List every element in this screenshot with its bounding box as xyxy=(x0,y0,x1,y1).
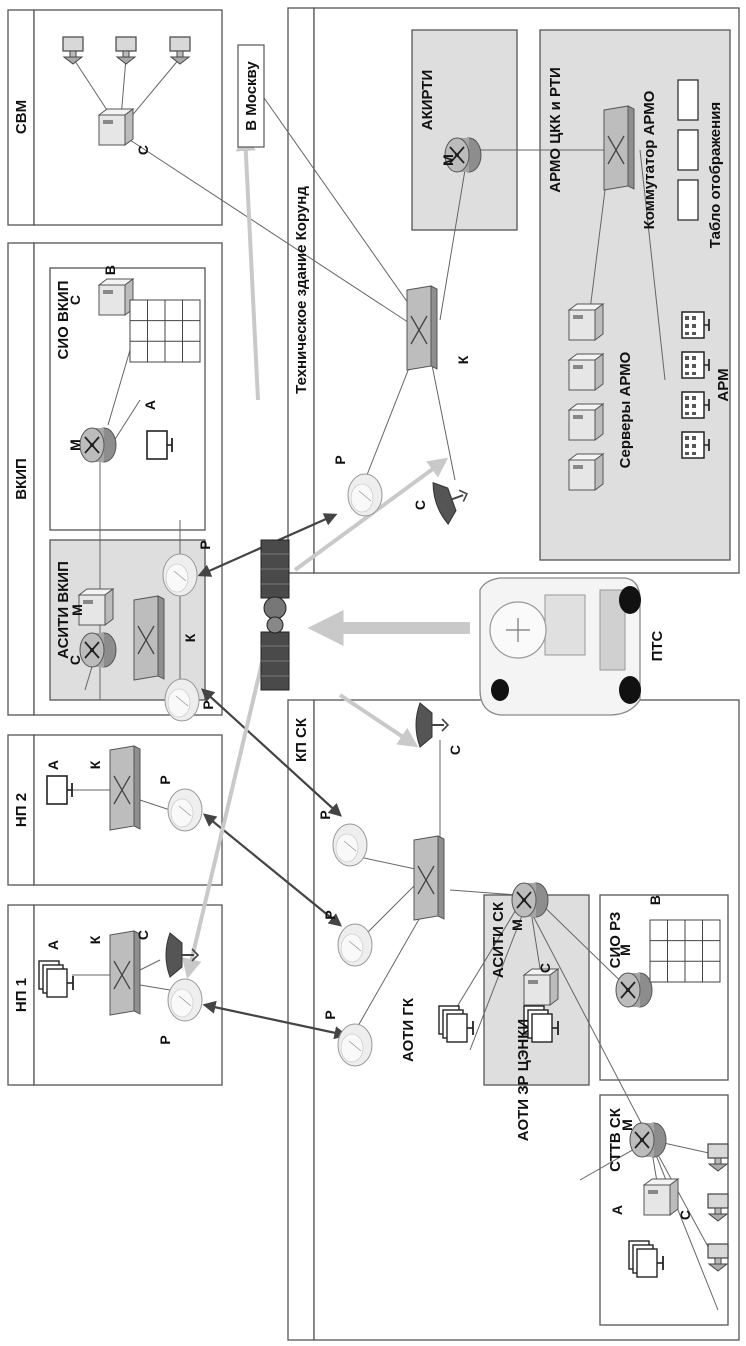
vkip-antenna-2-letter: Р xyxy=(200,700,216,709)
display-board-1-icon xyxy=(678,80,698,120)
sttv-monitor-letter: А xyxy=(609,1205,625,1215)
tablo-label: Табло отображения xyxy=(707,102,724,248)
korund-title: Техническое здание Корунд xyxy=(293,186,310,394)
kpsk-radio-antenna-1-icon xyxy=(333,824,367,866)
np1-antenna-letter: Р xyxy=(157,1035,173,1044)
np1-dish-letter: С xyxy=(135,930,151,940)
vkip-antenna-1-letter: Р xyxy=(197,540,213,549)
sio-vkip-title: СИО ВКИП xyxy=(55,281,72,360)
kpsk-dish-letter: С xyxy=(447,745,463,755)
vkip-title: ВКИП xyxy=(13,458,30,500)
korund-dish-letter: С xyxy=(412,500,428,510)
np1-switch-icon xyxy=(110,931,140,1015)
armo-switch-label: Коммутатор АРМО xyxy=(641,90,658,229)
sttv-sk-title: СТТВ СК xyxy=(607,1107,624,1172)
asiti-sk-server-icon xyxy=(524,969,558,1005)
akirti-title: АКИРТИ xyxy=(419,70,436,131)
asiti-sk-router-letter: М xyxy=(509,919,525,931)
asiti-sk-title: АСИТИ СК xyxy=(490,901,507,978)
kpsk-title: КП СК xyxy=(293,717,310,762)
armo-servers-label: Серверы АРМО xyxy=(617,351,634,468)
korund-switch-letter: К xyxy=(455,355,471,364)
np2-radio-antenna-icon xyxy=(168,789,202,831)
asiti-vkip-router-letter: М xyxy=(69,604,85,616)
kpsk-zone-title-bar xyxy=(288,700,314,1340)
sio-vkip-video-wall-icon xyxy=(130,300,200,362)
vkip-radio-antenna-2-icon xyxy=(165,679,199,721)
asiti-sk-router-icon xyxy=(512,883,548,917)
kpsk-antenna-3-letter: Р xyxy=(322,1010,338,1019)
korund-antenna-letter: Р xyxy=(332,455,348,464)
kpsk-antenna-1-letter: Р xyxy=(317,810,333,819)
kpsk-radio-antenna-3-icon xyxy=(338,1024,372,1066)
sio-vkip-server-icon xyxy=(99,279,133,315)
display-board-3-icon xyxy=(678,180,698,220)
np2-title: НП 2 xyxy=(13,793,30,827)
np1-radio-antenna-icon xyxy=(168,979,202,1021)
asiti-sk-server-letter: С xyxy=(537,963,553,973)
sio-vkip-router-icon xyxy=(80,428,116,462)
vkip-switch-letter: К xyxy=(182,633,198,642)
np1-title: НП 1 xyxy=(13,978,30,1012)
sio-vkip-server-letter: С xyxy=(67,295,83,305)
korund-radio-antenna-icon xyxy=(348,474,382,516)
arm-label: АРМ xyxy=(715,368,732,401)
kpsk-switch-icon xyxy=(414,836,444,920)
sio-vkip-monitor-letter: А xyxy=(142,400,158,410)
armo-title: АРМО ЦКК и РТИ xyxy=(547,67,564,193)
sio-vkip-router-letter: М xyxy=(67,439,83,451)
svm-title: СВМ xyxy=(13,100,30,134)
np2-switch-icon xyxy=(110,746,140,830)
armo-server-3-icon xyxy=(569,404,603,440)
sttv-sk-router-icon xyxy=(630,1123,666,1157)
sio-rz-title: СИО РЗ xyxy=(607,912,624,969)
kpsk-radio-antenna-2-icon xyxy=(338,924,372,966)
armo-server-2-icon xyxy=(569,354,603,390)
sio-rz-wall-letter: В xyxy=(647,895,663,905)
satellite-icon xyxy=(261,540,289,690)
sio-rz-router-letter: М xyxy=(617,944,633,956)
np2-monitor-letter: А xyxy=(45,760,61,770)
korund-switch-icon xyxy=(407,286,437,370)
sttv-router-letter: М xyxy=(619,1119,635,1131)
armo-switch-icon xyxy=(604,106,634,190)
sio-vkip-wall-letter: В xyxy=(102,265,118,275)
np1-switch-letter: К xyxy=(87,935,103,944)
np2-switch-letter: К xyxy=(87,760,103,769)
svm-server-icon xyxy=(99,109,133,145)
aoti-gk-label: АОТИ ГК xyxy=(400,997,417,1062)
svm-server-letter: С xyxy=(135,145,151,155)
pts-vehicle-icon xyxy=(480,578,641,715)
kpsk-antenna-2-letter: Р xyxy=(322,910,338,919)
akirti-router-letter: М xyxy=(440,154,456,166)
asiti-vkip-router-icon xyxy=(80,633,116,667)
vkip-radio-antenna-1-icon xyxy=(163,554,197,596)
sttv-sk-server-icon xyxy=(644,1179,678,1215)
sttv-server-letter: С xyxy=(677,1210,693,1220)
aoti-zr-label: АОТИ ЗР ЦЭНКИ xyxy=(515,1019,532,1141)
np1-monitor-letter: А xyxy=(45,940,61,950)
armo-server-1-icon xyxy=(569,304,603,340)
vkip-switch-icon xyxy=(134,596,164,680)
np2-antenna-letter: Р xyxy=(157,775,173,784)
asiti-vkip-server-letter: С xyxy=(67,655,83,665)
moscow-label: В Москву xyxy=(243,61,260,131)
sio-rz-video-wall-icon xyxy=(650,920,720,982)
display-board-2-icon xyxy=(678,130,698,170)
armo-server-4-icon xyxy=(569,454,603,490)
pts-label: ПТС xyxy=(649,630,666,661)
sio-rz-router-icon xyxy=(616,973,652,1007)
